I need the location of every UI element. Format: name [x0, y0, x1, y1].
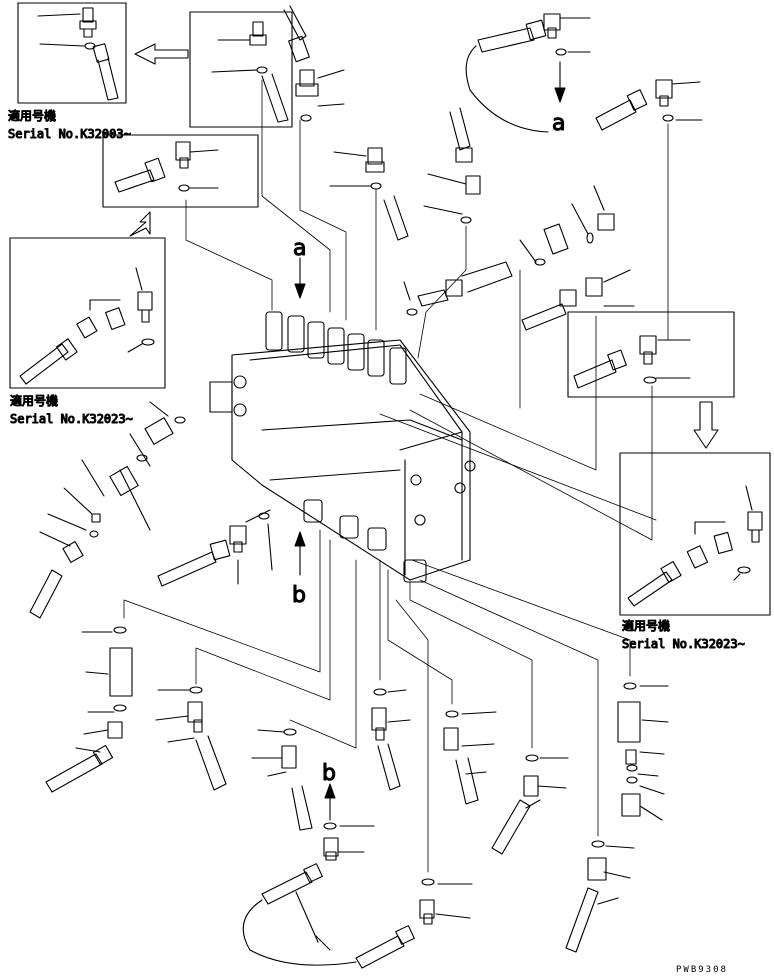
- serial-number-k32023-right: Serial No.K32023~: [622, 637, 745, 651]
- view-label-b-valve: b: [292, 583, 306, 608]
- applicable-label-1: 適用号機: [8, 108, 56, 123]
- applicable-label-2: 適用号機: [10, 393, 58, 408]
- transfer-arrow-icon: [693, 401, 719, 449]
- detail-box-right-lower: [619, 452, 771, 616]
- up-arrow-icon: [324, 783, 336, 799]
- lower-parts: [45, 626, 669, 953]
- hose-icon: [92, 43, 119, 101]
- view-label-b-bottom: b: [322, 761, 336, 786]
- elbow-fitting-icon: [79, 7, 97, 38]
- serial-number-k32003: Serial No.K32003~: [8, 127, 131, 141]
- detail-box-fittings: [102, 134, 259, 208]
- detail-box-right-upper: [567, 311, 735, 398]
- view-label-a-top: a: [552, 111, 565, 136]
- leader-line: [37, 13, 81, 17]
- up-arrow-icon: [294, 531, 306, 547]
- hose-assembly-bottom: [242, 822, 473, 969]
- connection-lines: [123, 79, 669, 873]
- mid-lower-fittings: [157, 509, 273, 587]
- serial-number-k32023-left: Serial No.K32023~: [10, 412, 133, 426]
- upper-fittings: [283, 5, 635, 331]
- applicable-label-3: 適用号機: [622, 618, 670, 633]
- detail-box-top-left: [17, 2, 127, 104]
- transfer-arrow-icon: [129, 211, 151, 237]
- o-ring-icon: [84, 42, 96, 50]
- detail-box-top-center: [189, 11, 293, 128]
- transfer-arrow-icon: [134, 43, 189, 65]
- detail-box-left: [9, 237, 166, 389]
- leader-line: [39, 43, 85, 47]
- hose-assembly-top-right: [465, 13, 703, 133]
- view-label-a-valve: a: [293, 236, 306, 261]
- down-arrow-icon: [294, 283, 306, 299]
- down-arrow-icon: [554, 87, 566, 103]
- main-control-valve: [209, 311, 476, 583]
- left-fittings: [29, 401, 186, 619]
- drawing-code: PWB9308: [676, 965, 728, 975]
